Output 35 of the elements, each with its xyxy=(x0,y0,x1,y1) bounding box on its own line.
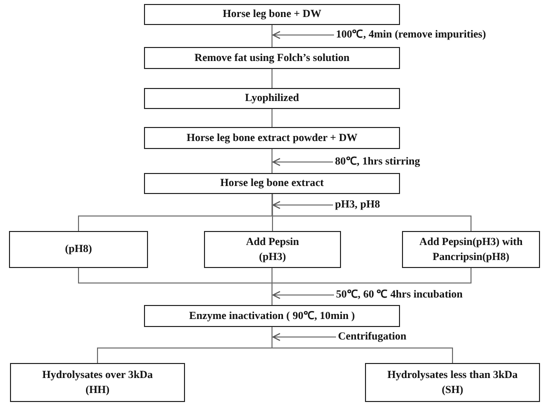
process-box xyxy=(144,127,400,149)
process-box xyxy=(144,305,400,327)
step-text: Add Pepsin (pH3) xyxy=(244,235,300,264)
condition-text: pH3, pH8 xyxy=(335,198,380,212)
connector-line xyxy=(272,326,453,364)
arrow xyxy=(272,332,336,342)
arrow xyxy=(272,200,334,210)
step-text: Remove fat using Folch’s solution xyxy=(194,50,350,66)
process-box xyxy=(144,88,400,109)
condition-text: 100℃, 4min (remove impurities) xyxy=(336,28,486,42)
process-box xyxy=(10,363,185,402)
step-text: Horse leg bone extract xyxy=(220,176,324,191)
arrow xyxy=(272,290,334,300)
step-text: Lyophilized xyxy=(244,91,299,106)
arrow xyxy=(272,30,334,40)
connector-line xyxy=(272,194,472,232)
step-text: Enzyme inactivation ( 90℃, 10min ) xyxy=(189,308,355,324)
process-box xyxy=(204,231,341,268)
step-text: Add Pepsin(pH3) with Pancripsin(pH8) xyxy=(418,235,524,264)
process-box xyxy=(144,4,400,25)
condition-text: Centrifugation xyxy=(338,330,406,344)
connector-line xyxy=(272,268,472,306)
connector-line xyxy=(272,194,273,232)
process-box xyxy=(144,47,400,69)
process-box xyxy=(144,173,400,194)
condition-text: 50℃, 60 ℃ 4hrs incubation xyxy=(336,288,463,302)
process-box xyxy=(402,231,540,268)
step-text: Horse leg bone extract powder + DW xyxy=(186,130,358,146)
process-box xyxy=(365,363,540,402)
step-text: Hydrolysates over 3kDa (HH) xyxy=(41,368,154,397)
condition-text: 80℃, 1hrs stirring xyxy=(335,156,420,168)
step-text: Hydrolysates less than 3kDa (SH) xyxy=(386,368,519,397)
step-text: Horse leg bone + DW xyxy=(222,7,322,22)
process-box xyxy=(9,231,148,268)
step-text: (pH8) xyxy=(65,242,92,257)
